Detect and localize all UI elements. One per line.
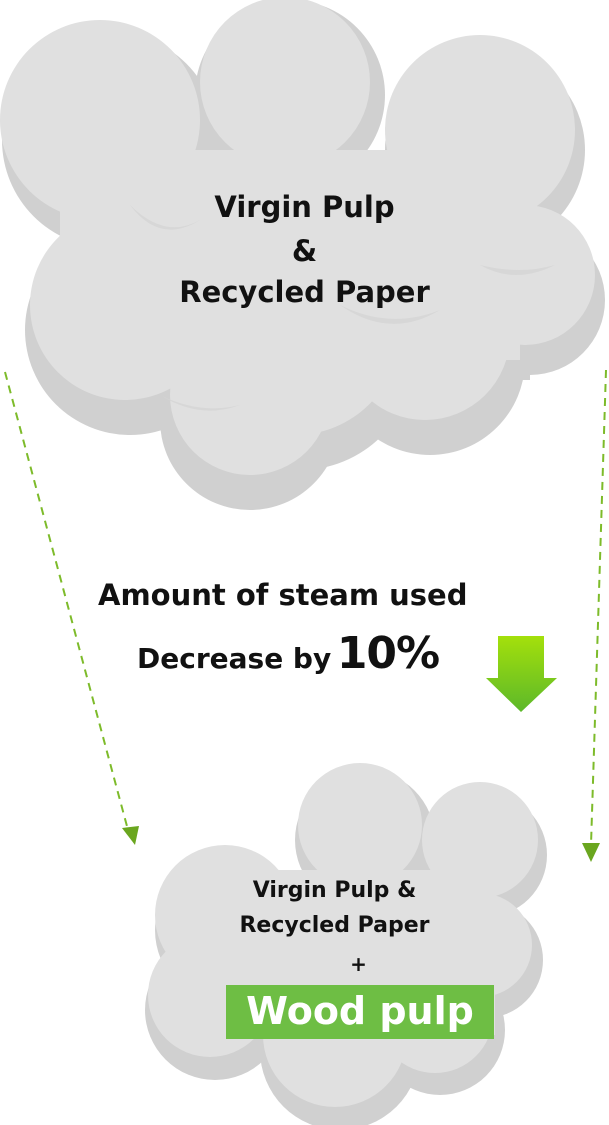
- top-cloud-line-3: Recycled Paper: [179, 275, 430, 309]
- wood-pulp-highlight: Wood pulp: [226, 985, 494, 1039]
- decrease-row: Decrease by 10%: [137, 628, 440, 679]
- bottom-cloud: [145, 763, 547, 1125]
- bottom-cloud-line-1: Virgin Pulp &: [252, 878, 417, 903]
- down-arrow-icon: [486, 636, 557, 712]
- top-cloud-line-2: &: [291, 234, 318, 268]
- top-cloud: [0, 0, 605, 510]
- decrease-value: 10%: [336, 628, 440, 679]
- left-dashed-arrow: [4, 371, 139, 845]
- decrease-label: Decrease by: [137, 642, 332, 675]
- top-cloud-line-1: Virgin Pulp: [214, 190, 395, 224]
- bottom-cloud-plus: +: [350, 952, 367, 976]
- right-dashed-arrow: [582, 369, 607, 862]
- bottom-cloud-line-2: Recycled Paper: [239, 913, 430, 938]
- steam-label: Amount of steam used: [98, 578, 468, 612]
